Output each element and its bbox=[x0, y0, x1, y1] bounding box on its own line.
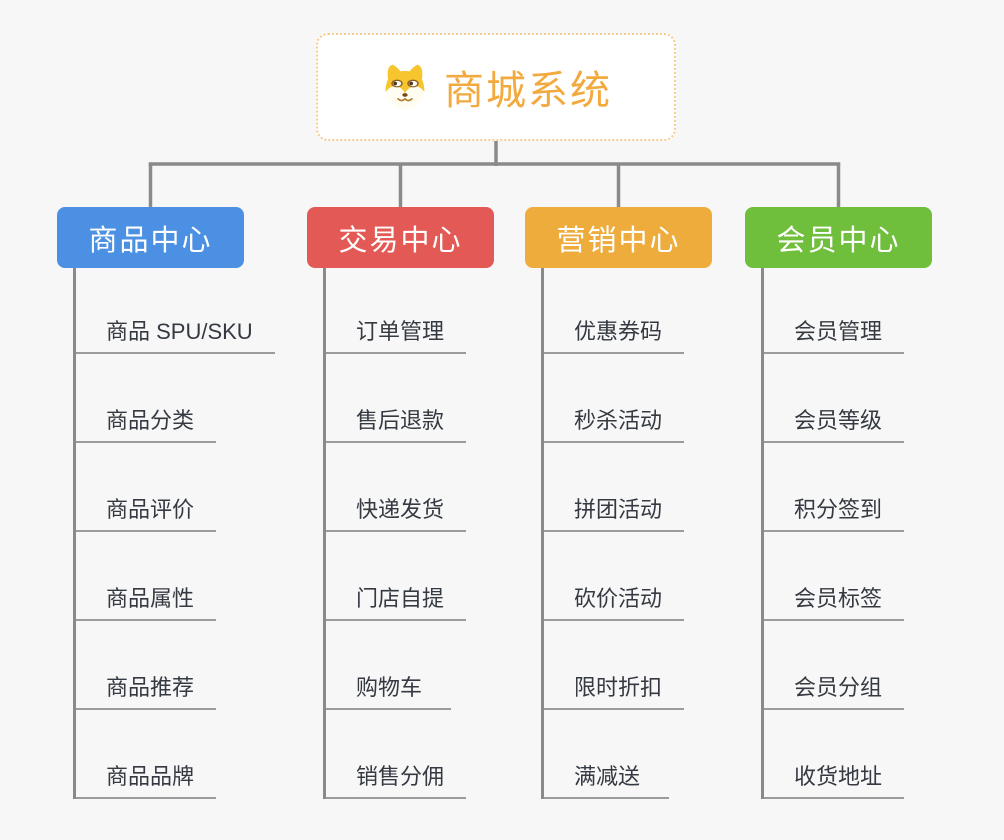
subtopic-label: 会员管理 bbox=[794, 318, 883, 344]
subtopic-item[interactable]: 会员等级 bbox=[761, 354, 905, 443]
subtopic-label: 购物车 bbox=[356, 674, 423, 700]
branch-item-list: 商品 SPU/SKU 商品分类商品评价商品属性商品推荐商品品牌 bbox=[73, 268, 275, 799]
subtopic-item[interactable]: 门店自提 bbox=[323, 532, 467, 621]
branch-header-1[interactable]: 交易中心 bbox=[307, 207, 494, 268]
branch-column: 营销中心 优惠券码秒杀活动拼团活动砍价活动限时折扣满减送 bbox=[525, 207, 712, 799]
subtopic-label: 商品品牌 bbox=[106, 763, 195, 789]
subtopic-item[interactable]: 商品分类 bbox=[73, 354, 217, 443]
subtopic-label: 售后退款 bbox=[356, 407, 445, 433]
subtopic-label: 订单管理 bbox=[356, 318, 445, 344]
subtopic-item[interactable]: 商品 SPU/SKU bbox=[73, 268, 275, 354]
subtopic-label: 商品推荐 bbox=[106, 674, 195, 700]
subtopic-label: 限时折扣 bbox=[574, 674, 663, 700]
subtopic-item[interactable]: 会员标签 bbox=[761, 532, 905, 621]
branch-header-2[interactable]: 营销中心 bbox=[525, 207, 712, 268]
shiba-dog-icon bbox=[385, 64, 425, 109]
branch-item-list: 会员管理会员等级积分签到会员标签会员分组收货地址 bbox=[761, 268, 932, 799]
branch-column: 会员中心 会员管理会员等级积分签到会员标签会员分组收货地址 bbox=[745, 207, 932, 799]
subtopic-item[interactable]: 订单管理 bbox=[323, 268, 467, 354]
subtopic-item[interactable]: 拼团活动 bbox=[541, 443, 685, 532]
branch-column: 交易中心 订单管理售后退款快递发货门店自提购物车销售分佣 bbox=[307, 207, 494, 799]
branch-item-list: 优惠券码秒杀活动拼团活动砍价活动限时折扣满减送 bbox=[541, 268, 712, 799]
subtopic-label: 积分签到 bbox=[794, 496, 883, 522]
branch-header-0[interactable]: 商品中心 bbox=[57, 207, 244, 268]
root-topic[interactable]: 商城系统 bbox=[316, 33, 676, 141]
subtopic-label: 商品属性 bbox=[106, 585, 195, 611]
subtopic-item[interactable]: 商品推荐 bbox=[73, 621, 217, 710]
subtopic-item[interactable]: 收货地址 bbox=[761, 710, 905, 799]
subtopic-item[interactable]: 优惠券码 bbox=[541, 268, 685, 354]
subtopic-label: 砍价活动 bbox=[574, 585, 663, 611]
subtopic-label: 收货地址 bbox=[794, 763, 883, 789]
subtopic-item[interactable]: 满减送 bbox=[541, 710, 669, 799]
subtopic-label: 会员标签 bbox=[794, 585, 883, 611]
subtopic-item[interactable]: 购物车 bbox=[323, 621, 451, 710]
subtopic-label: 优惠券码 bbox=[574, 318, 663, 344]
subtopic-item[interactable]: 限时折扣 bbox=[541, 621, 685, 710]
subtopic-label: 商品 SPU/SKU bbox=[106, 318, 253, 344]
subtopic-label: 满减送 bbox=[574, 763, 641, 789]
subtopic-item[interactable]: 快递发货 bbox=[323, 443, 467, 532]
subtopic-item[interactable]: 商品评价 bbox=[73, 443, 217, 532]
subtopic-item[interactable]: 商品属性 bbox=[73, 532, 217, 621]
subtopic-item[interactable]: 商品品牌 bbox=[73, 710, 217, 799]
subtopic-item[interactable]: 秒杀活动 bbox=[541, 354, 685, 443]
subtopic-label: 门店自提 bbox=[356, 585, 445, 611]
subtopic-item[interactable]: 会员分组 bbox=[761, 621, 905, 710]
branch-column: 商品中心 商品 SPU/SKU 商品分类商品评价商品属性商品推荐商品品牌 bbox=[57, 207, 275, 799]
subtopic-label: 商品分类 bbox=[106, 407, 195, 433]
branch-item-list: 订单管理售后退款快递发货门店自提购物车销售分佣 bbox=[323, 268, 494, 799]
subtopic-item[interactable]: 售后退款 bbox=[323, 354, 467, 443]
subtopic-item[interactable]: 砍价活动 bbox=[541, 532, 685, 621]
subtopic-label: 会员等级 bbox=[794, 407, 883, 433]
subtopic-label: 会员分组 bbox=[794, 674, 883, 700]
branch-header-3[interactable]: 会员中心 bbox=[745, 207, 932, 268]
subtopic-item[interactable]: 会员管理 bbox=[761, 268, 905, 354]
subtopic-label: 快递发货 bbox=[356, 496, 445, 522]
root-topic-title: 商城系统 bbox=[444, 69, 612, 113]
subtopic-item[interactable]: 销售分佣 bbox=[323, 710, 467, 799]
subtopic-item[interactable]: 积分签到 bbox=[761, 443, 905, 532]
subtopic-label: 秒杀活动 bbox=[574, 407, 663, 433]
subtopic-label: 商品评价 bbox=[106, 496, 195, 522]
subtopic-label: 销售分佣 bbox=[356, 763, 445, 789]
subtopic-label: 拼团活动 bbox=[574, 496, 663, 522]
